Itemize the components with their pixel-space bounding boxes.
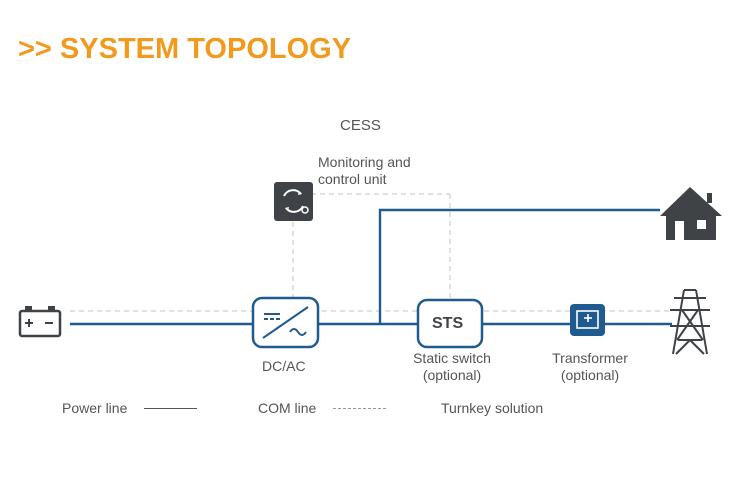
power-lines [70, 208, 672, 326]
sts-label-line1: Static switch [413, 350, 491, 366]
cess-label: CESS [340, 117, 381, 134]
monitoring-label: Monitoring and control unit [318, 154, 411, 188]
transformer-label-line1: Transformer [552, 350, 628, 366]
transformer-icon [570, 304, 605, 336]
legend-power-line-swatch [144, 408, 197, 409]
monitoring-unit-icon [274, 182, 313, 221]
power-tower-icon [670, 289, 710, 355]
sts-label-line2: (optional) [422, 367, 482, 383]
transformer-label: Transformer (optional) [538, 350, 642, 384]
house-icon [660, 187, 722, 240]
inverter-icon [251, 296, 320, 349]
legend-turnkey-label: Turnkey solution [441, 400, 544, 416]
transformer-label-line2: (optional) [560, 367, 620, 383]
inverter-label: DC/AC [262, 358, 306, 374]
sts-box [416, 298, 484, 349]
cess-boundary [70, 193, 670, 312]
sts-label: Static switch (optional) [400, 350, 504, 384]
monitoring-label-line2: control unit [318, 171, 387, 187]
monitoring-label-line1: Monitoring and [318, 154, 411, 170]
page-title: >> SYSTEM TOPOLOGY [18, 33, 352, 65]
legend-power-line-label: Power line [62, 400, 128, 416]
legend-com-line-label: COM line [258, 400, 317, 416]
battery-icon [18, 306, 62, 338]
legend-com-line-swatch [333, 408, 386, 409]
sts-text: STS [432, 315, 464, 332]
